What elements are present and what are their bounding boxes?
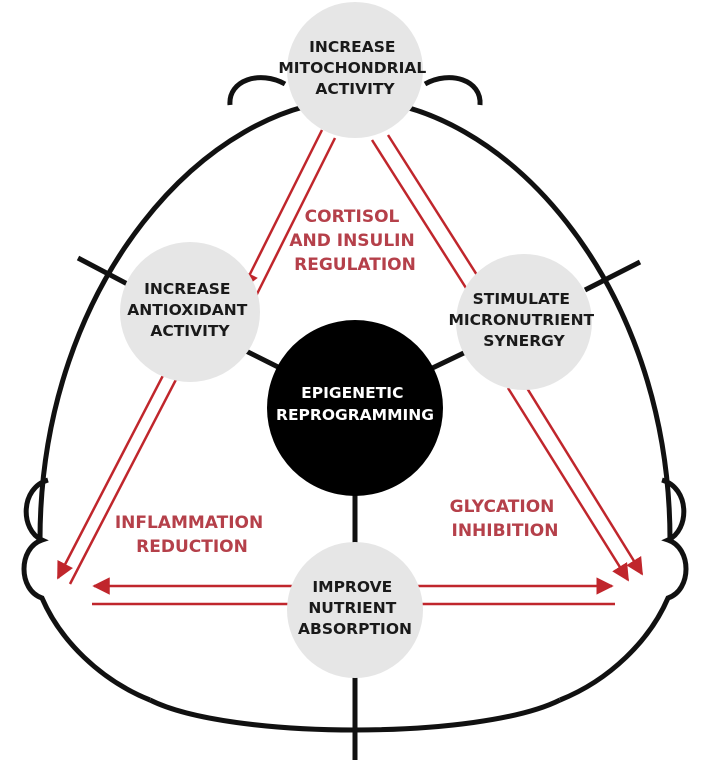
node-top-label: INCREASE MITOCHONDRIAL ACTIVITY — [278, 38, 431, 98]
arrow-top-to-left-b — [254, 137, 337, 297]
spoke-right-outer — [583, 259, 642, 293]
arrow-left-to-corner-a — [56, 361, 172, 580]
node-bottom-label: IMPROVE NUTRIENT ABSORPTION — [298, 578, 412, 638]
center-label: EPIGENETIC REPROGRAMMING — [276, 384, 434, 424]
node-right-circle — [456, 254, 592, 390]
arrow-top-to-left-a — [241, 129, 324, 290]
arrow-top-to-right-a — [370, 139, 482, 311]
node-top-circle — [287, 2, 423, 138]
effect-inflammation-label: INFLAMMATION REDUCTION — [115, 513, 269, 557]
effect-glycation-label: GLYCATION INHIBITION — [450, 497, 561, 541]
center-circle — [267, 320, 443, 496]
arrow-left-to-corner-b — [68, 367, 184, 585]
arrow-right-to-corner-a — [506, 387, 630, 582]
right-bumps — [559, 477, 689, 703]
spoke-left-outer — [76, 255, 137, 291]
node-bottom-circle — [287, 542, 423, 678]
top-right-scallop — [423, 75, 483, 106]
arrow-right-to-corner-b — [520, 379, 644, 576]
node-left-circle — [120, 242, 260, 382]
node-left-label: INCREASE ANTIOXIDANT ACTIVITY — [127, 280, 252, 340]
effect-cortisol-label: CORTISOL AND INSULIN REGULATION — [289, 207, 420, 275]
left-bumps — [21, 477, 151, 703]
top-left-scallop — [227, 75, 287, 106]
node-right-label: STIMULATE MICRONUTRIENT SYNERGY — [448, 290, 599, 350]
